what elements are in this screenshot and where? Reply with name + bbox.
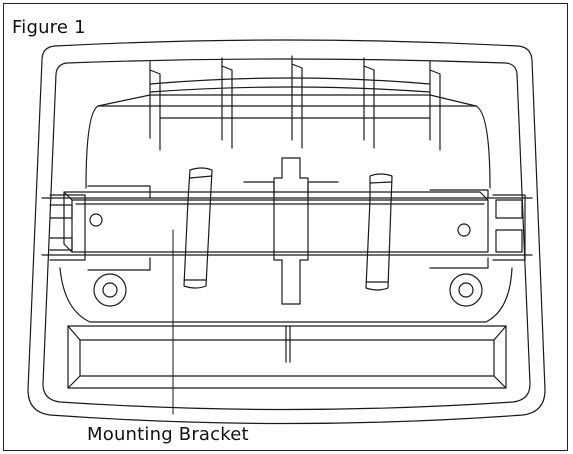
left-lower-boss-outer — [93, 273, 127, 307]
left-strap — [183, 167, 213, 289]
figure-title: Figure 1 — [12, 17, 86, 38]
ribs — [149, 55, 441, 151]
right-strap — [365, 173, 393, 291]
mounting-bracket — [63, 191, 489, 253]
mounting-bracket-label: Mounting Bracket — [87, 424, 249, 445]
upper-recess — [85, 105, 491, 189]
lower-tray — [59, 267, 513, 389]
left-lower-boss-inner — [102, 282, 118, 298]
right-latch — [429, 189, 526, 269]
inner-housing — [42, 58, 531, 411]
outer-housing — [27, 39, 546, 425]
center-boss — [273, 157, 309, 305]
right-lower-boss-inner — [458, 282, 474, 298]
right-lower-boss-outer — [449, 273, 483, 307]
left-latch — [49, 185, 151, 271]
